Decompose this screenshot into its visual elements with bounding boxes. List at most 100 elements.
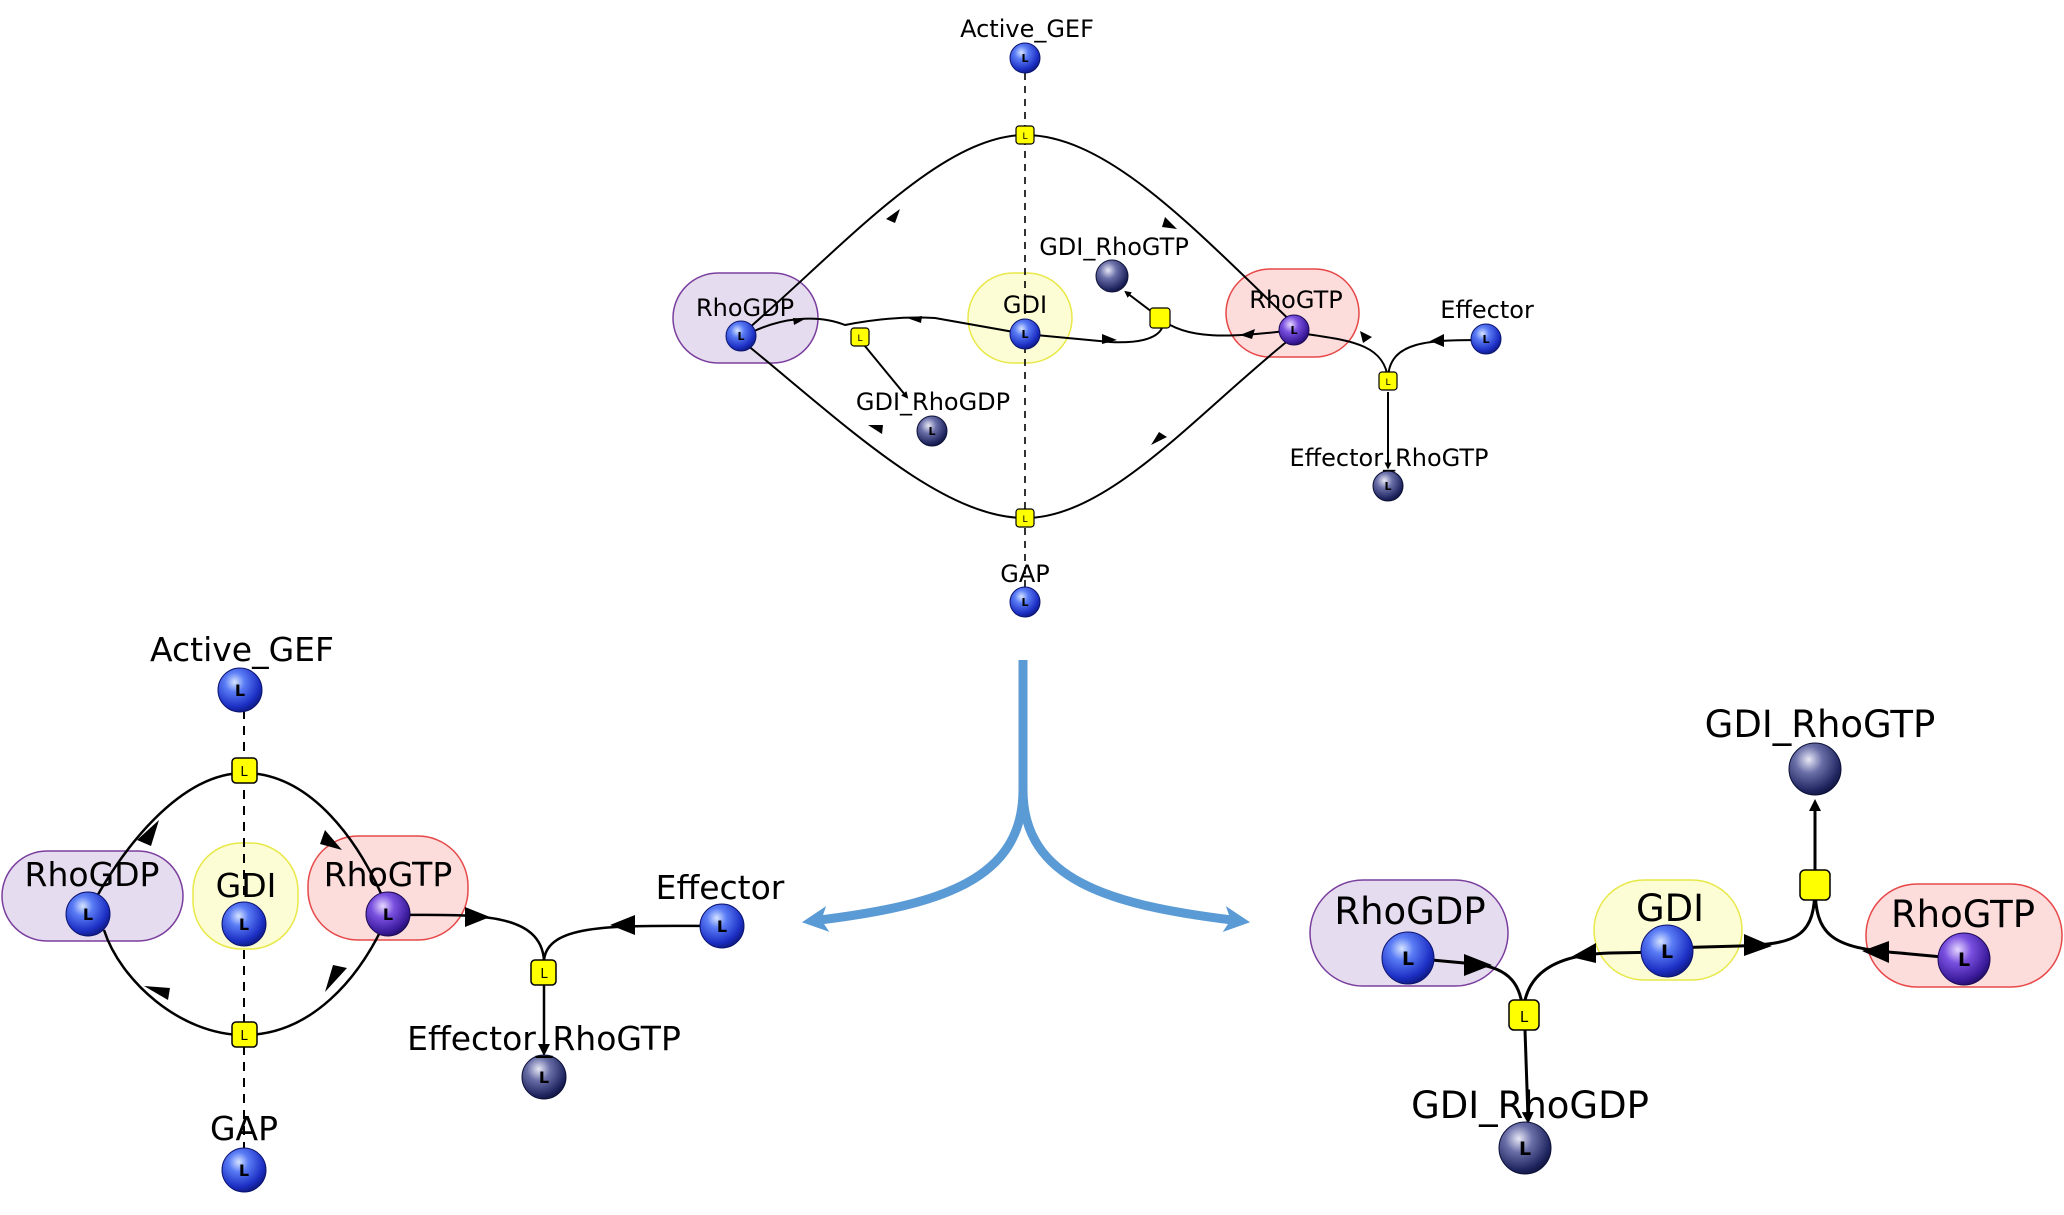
left-marker-effector: L [717, 917, 727, 936]
left-transition-gap [231, 1021, 258, 1048]
left-marker-effector-rhogtp: L [539, 1068, 549, 1087]
top-effector-arrow-b [1430, 334, 1444, 347]
right-transition-gdi-rhogdp-marker: L [1520, 1008, 1529, 1026]
left-label-rhogdp: RhoGDP [25, 855, 160, 894]
top-transition-effector [1378, 371, 1398, 391]
top-gdi-rhogtp-arrow-a [1102, 334, 1117, 344]
right-marker-rhogdp: L [1402, 948, 1414, 970]
left-node-effector-rhogtp [521, 1054, 567, 1100]
right-label-rhogdp: RhoGDP [1334, 890, 1485, 933]
top-label-gdi-rhogtp: GDI_RhoGTP [1039, 233, 1189, 261]
top-nodes [725, 42, 1502, 618]
top-node-effector [1470, 323, 1502, 355]
top-transition-gdi-rhogtp [1149, 307, 1171, 329]
left-effector-arrow-a [465, 907, 490, 927]
top-label-effector-rhogtp: Effector_RhoGTP [1289, 444, 1488, 472]
top-arc-arrow-4 [868, 425, 883, 434]
right-marker-gdi: L [1661, 941, 1673, 963]
top-label-gdi: GDI [1003, 291, 1047, 319]
top-node-active-gef [1009, 42, 1041, 74]
top-effector-arrow-a [1360, 331, 1372, 343]
left-node-markers: L L L L L L L [83, 681, 727, 1180]
top-transition-effector-marker: L [1385, 378, 1390, 388]
left-arc-arrow-3 [325, 965, 347, 992]
top-node-gdi [1009, 318, 1041, 350]
top-transition-gdi-rhogdp-marker: L [857, 334, 862, 344]
top-label-rhogdp: RhoGDP [696, 294, 794, 322]
top-transition-gap-marker: L [1022, 515, 1027, 525]
left-node-gdi [221, 901, 267, 947]
left-node-rhogdp [65, 891, 111, 937]
right-diagram: L L L L L GDI_RhoGTP RhoGDP GDI RhoGTP G… [1309, 703, 2063, 1175]
left-node-gap [221, 1147, 267, 1193]
left-arc-arrow-1 [137, 820, 159, 846]
right-node-gdi-rhogdp [1498, 1121, 1552, 1175]
right-node-gdi-rhogtp [1788, 742, 1842, 796]
left-transition-markers: L L L [240, 765, 548, 1044]
right-node-gdi [1640, 924, 1694, 978]
left-transition-effector [530, 959, 557, 986]
top-label-effector: Effector [1440, 296, 1534, 324]
top-label-gap: GAP [1000, 560, 1050, 588]
right-label-gdi-rhogdp: GDI_RhoGDP [1411, 1084, 1649, 1127]
left-marker-rhogtp: L [383, 905, 393, 924]
top-arc-arrow-3 [1151, 432, 1167, 445]
top-marker-effector-rhogtp: L [1384, 480, 1391, 493]
right-gdi-arrow-a [1571, 943, 1596, 963]
left-label-gdi: GDI [216, 866, 277, 905]
top-effector-line-a [1293, 331, 1389, 381]
left-label-rhogtp: RhoGTP [324, 855, 453, 894]
top-label-gdi-rhogdp: GDI_RhoGDP [856, 388, 1010, 416]
top-node-markers: L L L L L L L L [737, 52, 1489, 609]
right-rhogtp-arrow [1862, 941, 1889, 963]
top-node-effector-rhogtp [1372, 470, 1404, 502]
left-labels: Active_GEF RhoGDP GDI RhoGTP Effector Ef… [25, 630, 785, 1148]
left-marker-active-gef: L [235, 681, 245, 700]
split-arrow-right [1018, 789, 1251, 932]
right-transition-gdi-rhogtp [1799, 869, 1831, 901]
top-transition-gdi-rhogdp [850, 327, 870, 347]
right-rhogtp-line [1813, 884, 1965, 961]
top-gdi-compartment [967, 272, 1073, 364]
right-node-rhogtp [1937, 932, 1991, 986]
left-effector-line-b [542, 924, 719, 961]
left-label-effector: Effector [656, 868, 785, 907]
top-gdi-rhogtp-arrow-b [1240, 329, 1255, 339]
left-label-active-gef: Active_GEF [150, 630, 334, 669]
left-transition-gef [231, 757, 258, 784]
left-nodes [65, 667, 745, 1193]
top-effector-line-b [1387, 339, 1487, 381]
left-node-effector [699, 903, 745, 949]
right-transition-gdi-rhogdp [1508, 999, 1540, 1031]
right-marker-gdi-rhogdp: L [1519, 1138, 1531, 1160]
top-transition-gef-marker: L [1022, 132, 1027, 142]
right-rhogdp-arrow [1464, 954, 1492, 976]
top-marker-gdi-rhogdp: L [928, 425, 935, 438]
left-arc-arrow-2 [320, 830, 342, 850]
top-transition-gef [1015, 125, 1035, 145]
top-marker-rhogdp: L [737, 330, 744, 343]
right-label-gdi-rhogtp: GDI_RhoGTP [1705, 703, 1936, 746]
top-marker-gap: L [1021, 596, 1028, 609]
left-transition-gap-marker: L [240, 1029, 248, 1044]
left-transition-effector-marker: L [540, 967, 548, 982]
right-marker-rhogtp: L [1958, 949, 1970, 971]
left-arc-arrow-4 [144, 986, 170, 1000]
top-marker-gdi: L [1021, 328, 1028, 341]
top-diagram: L L L L L L L L L L L L [672, 15, 1534, 618]
left-effector-arrow-b [610, 915, 635, 935]
top-labels: Active_GEF GDI_RhoGTP RhoGDP GDI RhoGTP … [696, 15, 1534, 588]
top-gdi-rhogdp-product-line [859, 339, 909, 399]
right-nodes [1381, 742, 1991, 1175]
top-arc-arrow-2 [1162, 217, 1177, 229]
top-transition-gap [1015, 508, 1035, 528]
left-effector-line-a [389, 913, 546, 961]
top-node-rhogtp [1278, 314, 1310, 346]
left-marker-gap: L [239, 1161, 249, 1180]
left-label-effector-rhogtp: Effector_RhoGTP [407, 1019, 681, 1058]
left-gdi-compartment [192, 842, 299, 950]
left-marker-gdi: L [239, 915, 249, 934]
left-node-active-gef [217, 667, 263, 713]
right-node-markers: L L L L [1402, 941, 1970, 1160]
